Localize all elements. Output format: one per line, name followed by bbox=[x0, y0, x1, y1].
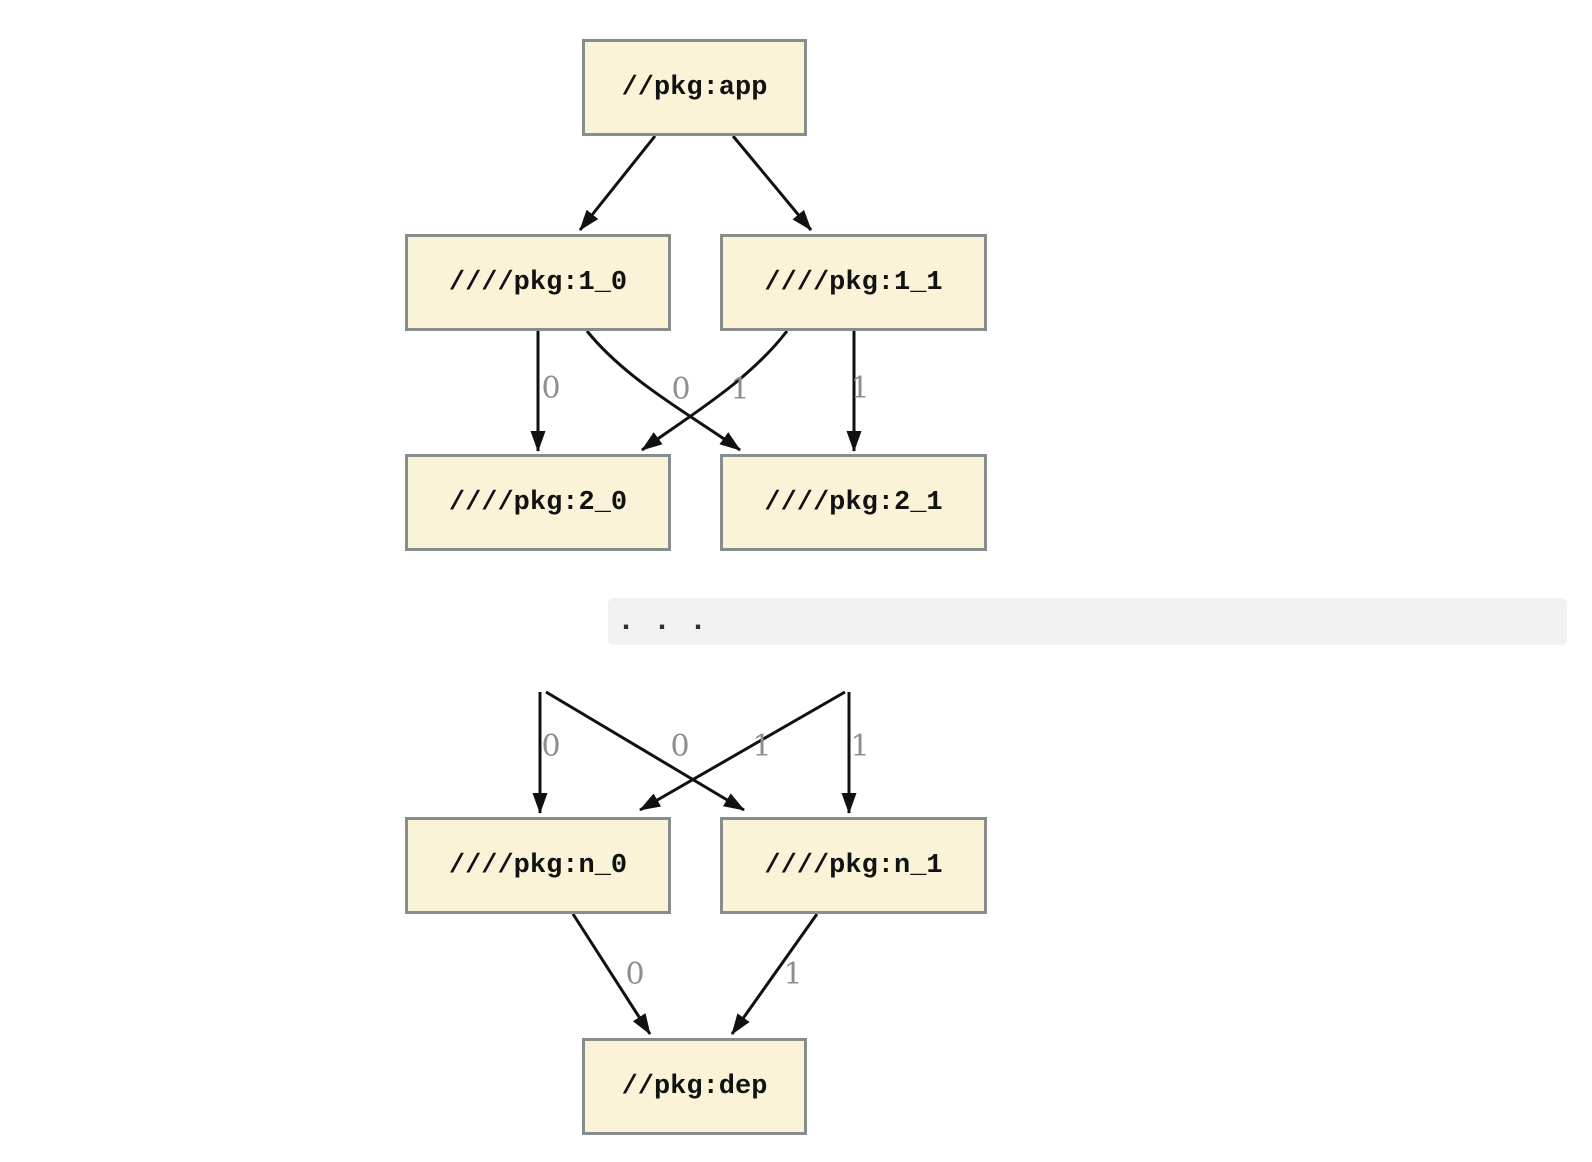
edge-label-1_0-2_1: 0 bbox=[671, 372, 691, 407]
node-pkg-n_1-label: ////pkg:n_1 bbox=[764, 850, 943, 881]
ellipsis-code-bar: . . . bbox=[608, 598, 1567, 645]
edge-label-prev0-n_0: 0 bbox=[541, 729, 561, 764]
node-pkg-n_1: ////pkg:n_1 bbox=[720, 817, 987, 914]
edge-app-to-1_0 bbox=[578, 135, 657, 231]
edge-1_1-to-2_0 bbox=[641, 330, 789, 452]
edge-label-prev1-n_0: 1 bbox=[752, 729, 772, 764]
node-pkg-app: //pkg:app bbox=[582, 39, 807, 136]
node-pkg-n_0-label: ////pkg:n_0 bbox=[448, 850, 628, 881]
node-pkg-1_1-label: ////pkg:1_1 bbox=[764, 267, 943, 298]
node-pkg-1_0: ////pkg:1_0 bbox=[405, 234, 671, 331]
node-pkg-1_1: ////pkg:1_1 bbox=[720, 234, 987, 331]
node-pkg-2_1-label: ////pkg:2_1 bbox=[764, 487, 943, 518]
edge-label-1_1-2_0: 1 bbox=[730, 372, 750, 407]
edge-prev1-to-n_0 bbox=[639, 690, 846, 812]
node-pkg-n_0: ////pkg:n_0 bbox=[405, 817, 671, 914]
node-pkg-2_0-label: ////pkg:2_0 bbox=[448, 487, 628, 518]
edge-1_0-to-2_1 bbox=[585, 330, 741, 452]
edge-label-1_1-2_1: 1 bbox=[850, 371, 870, 406]
node-pkg-1_0-label: ////pkg:1_0 bbox=[448, 267, 628, 298]
node-pkg-dep-label: //pkg:dep bbox=[621, 1071, 768, 1102]
node-pkg-2_0: ////pkg:2_0 bbox=[405, 454, 671, 551]
edge-n_1-to-dep bbox=[730, 913, 819, 1035]
node-pkg-dep: //pkg:dep bbox=[582, 1038, 807, 1135]
edge-label-prev0-n_1: 0 bbox=[670, 729, 690, 764]
edge-app-to-1_1 bbox=[731, 135, 813, 231]
node-pkg-2_1: ////pkg:2_1 bbox=[720, 454, 987, 551]
edge-label-n_0-dep: 0 bbox=[625, 957, 645, 992]
edge-label-1_0-2_0: 0 bbox=[541, 371, 561, 406]
edge-label-prev1-n_1: 1 bbox=[850, 729, 870, 764]
ellipsis-text: . . . bbox=[617, 604, 708, 639]
edge-prev0-to-n_1 bbox=[545, 690, 745, 812]
edge-n_0-to-dep bbox=[571, 913, 652, 1035]
node-pkg-app-label: //pkg:app bbox=[621, 72, 768, 103]
edge-label-n_1-dep: 1 bbox=[783, 957, 803, 992]
